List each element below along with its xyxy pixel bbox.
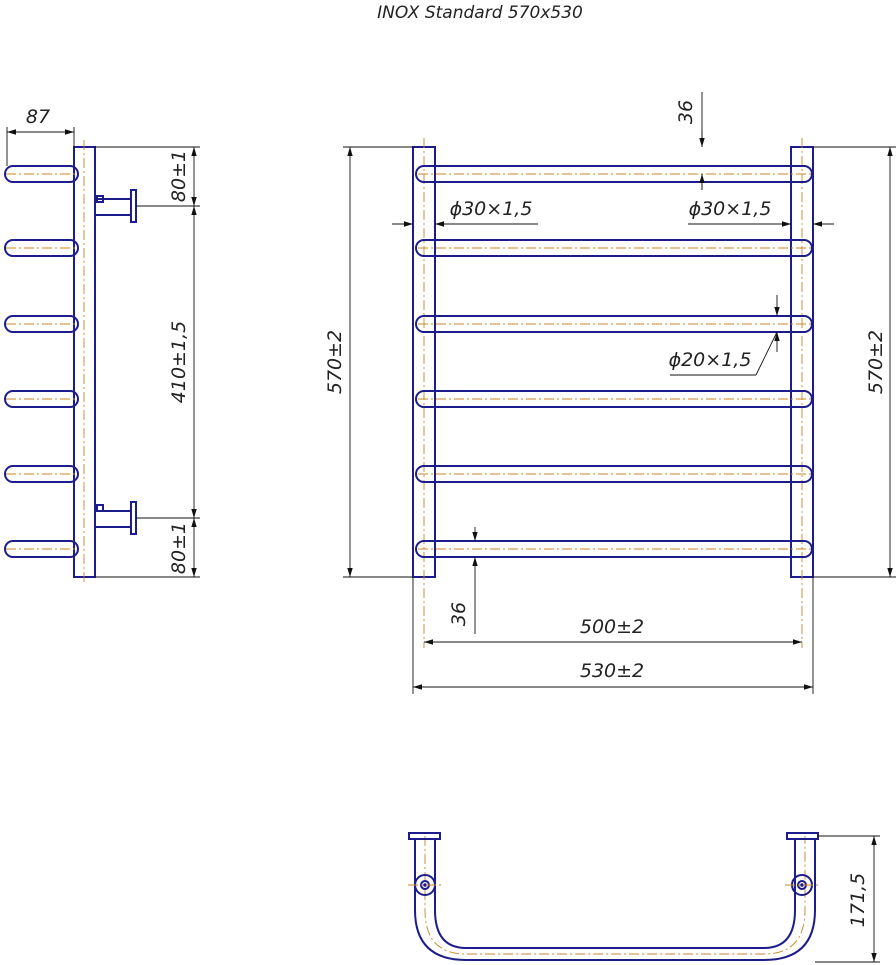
front-view: 570±2 570±2 36 ϕ30×1,5 ϕ30×1,5 ϕ20×1,5 3… (324, 92, 896, 694)
side-bottom-offset-dim: 80±1 (168, 522, 190, 574)
side-vertical-pipe (73, 146, 96, 578)
front-rungs (415, 165, 813, 558)
side-rungs (4, 165, 79, 558)
side-wall-mounts (94, 189, 137, 535)
plan-view: 171,5 (408, 832, 880, 963)
inner-width-dim: 500±2 (580, 616, 644, 638)
pipe-right-callout: ϕ30×1,5 (689, 198, 772, 220)
top-gap-dim: 36 (675, 100, 697, 124)
side-top-offset-dim: 80±1 (168, 150, 190, 202)
bottom-gap-dim: 36 (448, 602, 470, 626)
front-height-right-dim: 570±2 (865, 330, 887, 394)
side-spacing-dim: 410±1,5 (168, 321, 190, 403)
pipe-left-callout: ϕ30×1,5 (450, 198, 533, 220)
side-view: 87 80±1 410±1,5 80±1 (4, 106, 200, 584)
front-height-left-dim: 570±2 (324, 330, 346, 394)
rung-callout: ϕ20×1,5 (669, 349, 752, 371)
side-depth-dim: 87 (26, 106, 50, 128)
outer-width-dim: 530±2 (580, 660, 644, 682)
drawing-title: INOX Standard 570x530 (377, 3, 583, 23)
plan-depth-dim: 171,5 (847, 873, 869, 927)
